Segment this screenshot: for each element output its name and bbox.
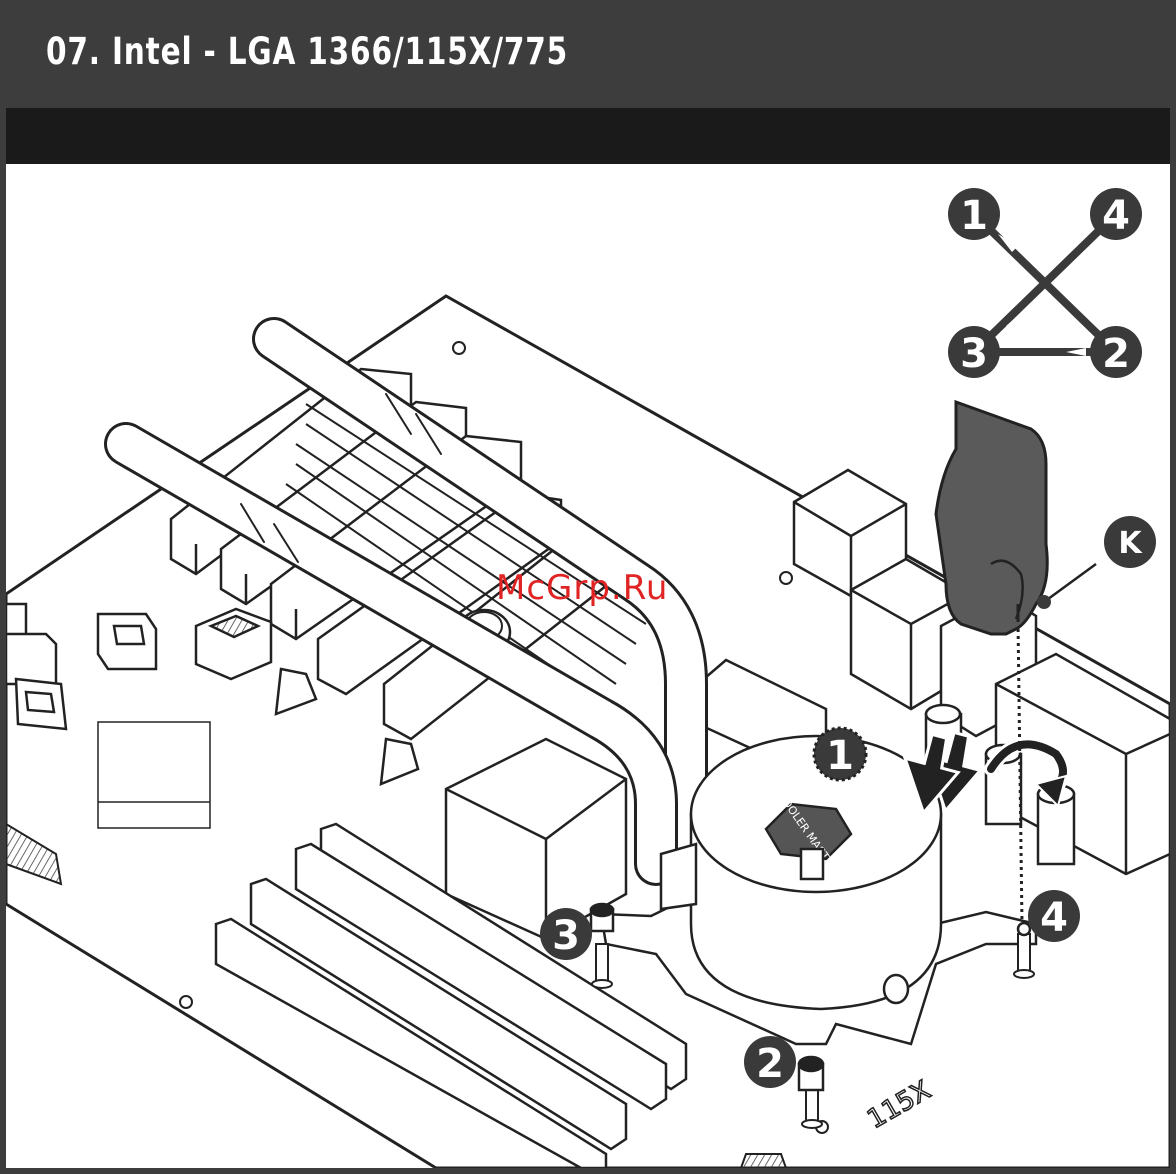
- sequence-number-2: 2: [1102, 331, 1130, 377]
- sequence-number-1: 1: [960, 193, 988, 239]
- illustration-panel: COOLER MASTER 115X: [6, 164, 1170, 1168]
- pump-step-callout: 1: [814, 728, 866, 780]
- screw-callout-3: 3: [540, 908, 592, 960]
- tool-label: K: [1118, 526, 1143, 561]
- pump-step-number: 1: [826, 733, 854, 779]
- watermark: McGrp.Ru: [496, 568, 668, 608]
- sequence-number-4: 4: [1102, 193, 1130, 239]
- installation-illustration: COOLER MASTER 115X: [6, 164, 1170, 1168]
- screw-number-2: 2: [756, 1041, 784, 1087]
- screw-number-3: 3: [552, 913, 580, 959]
- page-header: 07. Intel - LGA 1366/115X/775: [0, 0, 1176, 108]
- screw-callout-4: 4: [1028, 890, 1080, 942]
- tightening-sequence-diagram: 1 4 3 2: [948, 188, 1142, 378]
- tool-callout-k: K: [1104, 516, 1156, 568]
- section-bar: [6, 108, 1170, 164]
- fan-header: [741, 1154, 786, 1168]
- screw-callout-2: 2: [744, 1036, 796, 1088]
- sequence-number-3: 3: [960, 331, 988, 377]
- label-sticker: [98, 722, 210, 828]
- page-title: 07. Intel - LGA 1366/115X/775: [46, 30, 568, 73]
- screw-number-4: 4: [1040, 895, 1068, 941]
- hand: [936, 402, 1047, 634]
